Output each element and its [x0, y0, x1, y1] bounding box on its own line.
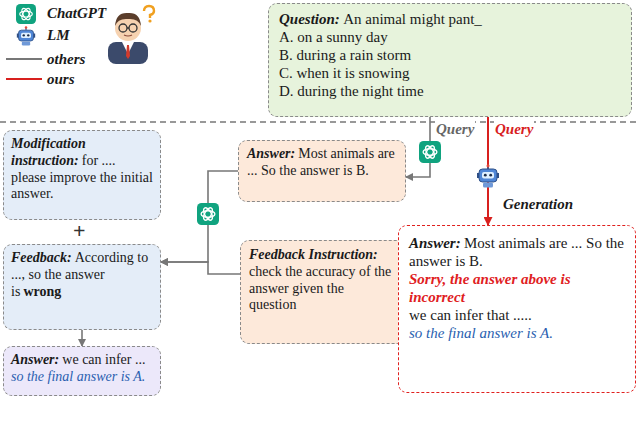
step-label: Generation [502, 196, 574, 213]
divider-line [0, 121, 640, 123]
robot-eye [489, 174, 492, 177]
box-heading: Answer: [409, 235, 461, 251]
legend-line-sample [6, 78, 42, 80]
antenna-tip [487, 164, 490, 167]
robot-face [21, 33, 31, 38]
robot-ear [17, 34, 19, 38]
icon-petal [424, 144, 437, 159]
robot-eye [484, 174, 487, 177]
box-text: so the final answer is A. [409, 324, 622, 342]
robot-eye [23, 34, 25, 36]
box-text: D. during the night time [279, 82, 618, 100]
robot-icon [476, 164, 500, 188]
question-box: Question:An animal might pant_A. on a su… [268, 3, 632, 117]
icon-ground [197, 203, 219, 225]
box-heading: Question: [279, 11, 340, 27]
text-box: Modification instruction:for .... please… [3, 130, 161, 220]
text-box: Feedback Instruction:check the accuracy … [240, 240, 406, 344]
robot-ear [497, 173, 499, 178]
legend-text: ChatGPT [46, 5, 107, 22]
box-heading: Feedback Instruction: [249, 247, 394, 264]
robot-body [483, 183, 493, 188]
legend-text: LM [46, 27, 71, 44]
box-heading: Modification instruction: [11, 136, 86, 168]
robot-eye [27, 34, 29, 36]
box-text: A. on a sunny day [279, 28, 618, 46]
robot-body [22, 41, 30, 45]
robot-icon [16, 26, 36, 46]
arrow-connector [161, 262, 240, 274]
robot-ear [477, 173, 479, 178]
person-icon [108, 6, 154, 64]
edge-label: Query [435, 121, 475, 138]
icon-petal [20, 7, 31, 21]
robot-head [479, 169, 497, 182]
box-text: we can infer that ..... [409, 306, 622, 324]
box-text: Sorry, the answer above is incorrect [409, 270, 622, 306]
box-text: C. when it is snowing [279, 64, 618, 82]
chatgpt-icon [197, 203, 219, 225]
plus-sign: + [72, 219, 87, 243]
icon-petal [202, 206, 215, 221]
icon-ground [16, 4, 36, 24]
box-heading: Feedback: [11, 250, 72, 265]
text-box: Answer:Most animals are ... So the answe… [238, 140, 406, 202]
legend-text: ours [46, 71, 76, 88]
icon-petal [20, 7, 31, 21]
robot-face [482, 172, 494, 179]
box-heading: Answer: [247, 146, 295, 161]
robot-ear [34, 34, 36, 38]
box-text: check the accuracy of the answer given t… [249, 264, 391, 313]
box-text: B. during a rain storm [279, 46, 618, 64]
icon-petal [202, 206, 215, 221]
edge-label: Query [494, 121, 534, 138]
text-box: Answer:Most animals are ... So the answe… [398, 225, 636, 393]
legend-line-sample [6, 58, 42, 60]
antenna-tip [25, 26, 28, 29]
robot-head [19, 30, 34, 41]
antenna [25, 27, 26, 30]
arrow-connector [81, 330, 83, 346]
text-box: Feedback:According to ..., so the answer… [3, 244, 161, 330]
arrow-connector [161, 171, 238, 262]
box-heading: Answer: [11, 352, 59, 367]
icon-petal [424, 144, 437, 159]
legend-text: others [46, 51, 86, 68]
chatgpt-icon [419, 141, 441, 163]
icon-ground [419, 141, 441, 163]
chatgpt-icon [16, 4, 36, 24]
box-text: we can infer ... [62, 352, 145, 367]
box-text: wrong [23, 284, 61, 299]
text-box: Answer:we can infer ... so the final answ… [3, 346, 161, 396]
box-text: An animal might pant_ [343, 11, 482, 27]
box-text: so the final answer is A. [11, 369, 150, 386]
